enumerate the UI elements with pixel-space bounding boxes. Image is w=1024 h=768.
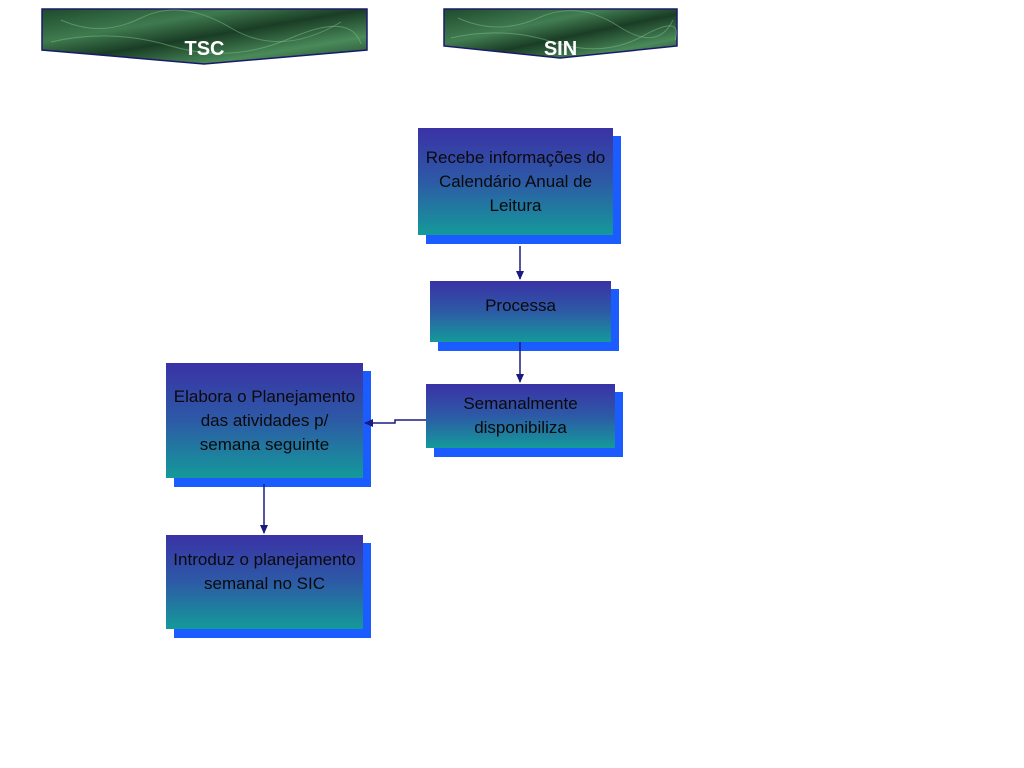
lane-header-tsc: TSC	[41, 8, 368, 66]
lane-banner-tsc	[41, 8, 368, 65]
lane-label-tsc: TSC	[184, 38, 225, 60]
node-elabora-label: Elabora o Planejamento das atividades p/…	[166, 363, 363, 478]
lane-label-sin: SIN	[543, 38, 578, 60]
arrow-semanalmente-to-elabora	[364, 419, 426, 427]
node-semanalmente-label: Semanalmente disponibiliza	[426, 384, 615, 448]
lane-banner-sin	[443, 8, 678, 59]
lane-header-sin: SIN	[443, 8, 678, 60]
node-introduz-label: Introduz o planejamento semanal no SIC	[166, 535, 363, 629]
node-processa-label: Processa	[430, 281, 611, 342]
node-recebe-label: Recebe informações do Calendário Anual d…	[418, 128, 613, 235]
